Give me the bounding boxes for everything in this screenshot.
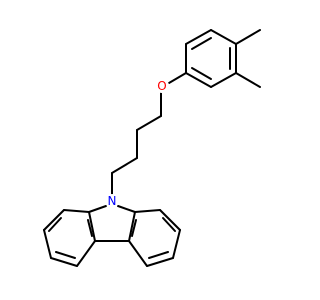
carbazole-left-ring	[43, 209, 96, 267]
bond-right-2	[159, 209, 181, 231]
bond-methyl-lower	[235, 72, 261, 88]
bond-right-4	[146, 257, 174, 267]
bond-ring1-c4-c5	[210, 72, 237, 88]
bond-left-3	[43, 229, 52, 259]
bond-left-2	[43, 209, 65, 231]
atom-oxygen: O	[155, 79, 169, 93]
bond-right-3	[172, 229, 181, 259]
bond-left-inner-a	[48, 217, 62, 232]
bond-n-left	[88, 205, 107, 213]
carbazole-right-ring	[128, 209, 181, 267]
bond-fused-left	[88, 211, 96, 242]
bond-right-5	[128, 240, 148, 267]
bond-right-1	[134, 209, 161, 213]
bond-ring1-c2-c3	[210, 29, 237, 45]
bond-n-right	[117, 205, 136, 213]
bond-chain-1	[136, 115, 162, 131]
atom-nitrogen: N	[105, 194, 119, 208]
bond-ring-oxygen	[168, 72, 187, 84]
atom-label-oxygen: O	[157, 79, 166, 93]
atom-nitrogen-background	[105, 194, 119, 208]
dimethylphenyl-ring	[185, 29, 237, 88]
bond-right-inner-b	[148, 251, 169, 259]
bond-methyl-upper	[235, 29, 261, 45]
bond-left-inner-c	[87, 219, 93, 237]
bond-left-1	[63, 209, 90, 213]
bond-ring1-inner-c	[191, 67, 212, 80]
bond-right-inner-c	[131, 219, 137, 237]
bond-ring1-c5-c6	[185, 72, 212, 88]
atom-oxygen-background	[155, 79, 169, 93]
bond-fused-right	[128, 211, 136, 242]
carbazole-pyrrole-ring	[88, 205, 136, 242]
bond-left-5	[76, 240, 96, 267]
bond-left-inner-b	[55, 251, 76, 259]
bond-ring1-inner-a	[191, 37, 212, 50]
molecule-structure-diagram: O N	[43, 29, 261, 267]
bond-ring1-c1-c2	[185, 29, 212, 45]
bond-right-inner-a	[162, 217, 176, 232]
bond-left-4	[50, 257, 78, 267]
atom-label-nitrogen: N	[108, 194, 117, 208]
bond-chain-3	[111, 157, 138, 174]
